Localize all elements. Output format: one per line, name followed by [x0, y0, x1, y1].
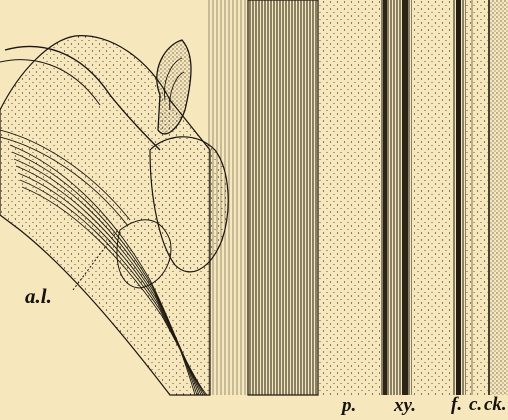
label-f: f. — [451, 395, 462, 414]
label-xy: xy. — [394, 396, 416, 415]
pith — [318, 0, 380, 395]
cork — [488, 0, 508, 395]
label-al: a.l. — [25, 286, 52, 307]
label-c: c. — [469, 395, 482, 414]
label-p: p. — [342, 396, 356, 415]
vascular-band-left — [248, 0, 318, 395]
cortex — [466, 0, 488, 395]
label-ck: ck. — [484, 395, 507, 414]
phloem-zone — [412, 0, 452, 395]
